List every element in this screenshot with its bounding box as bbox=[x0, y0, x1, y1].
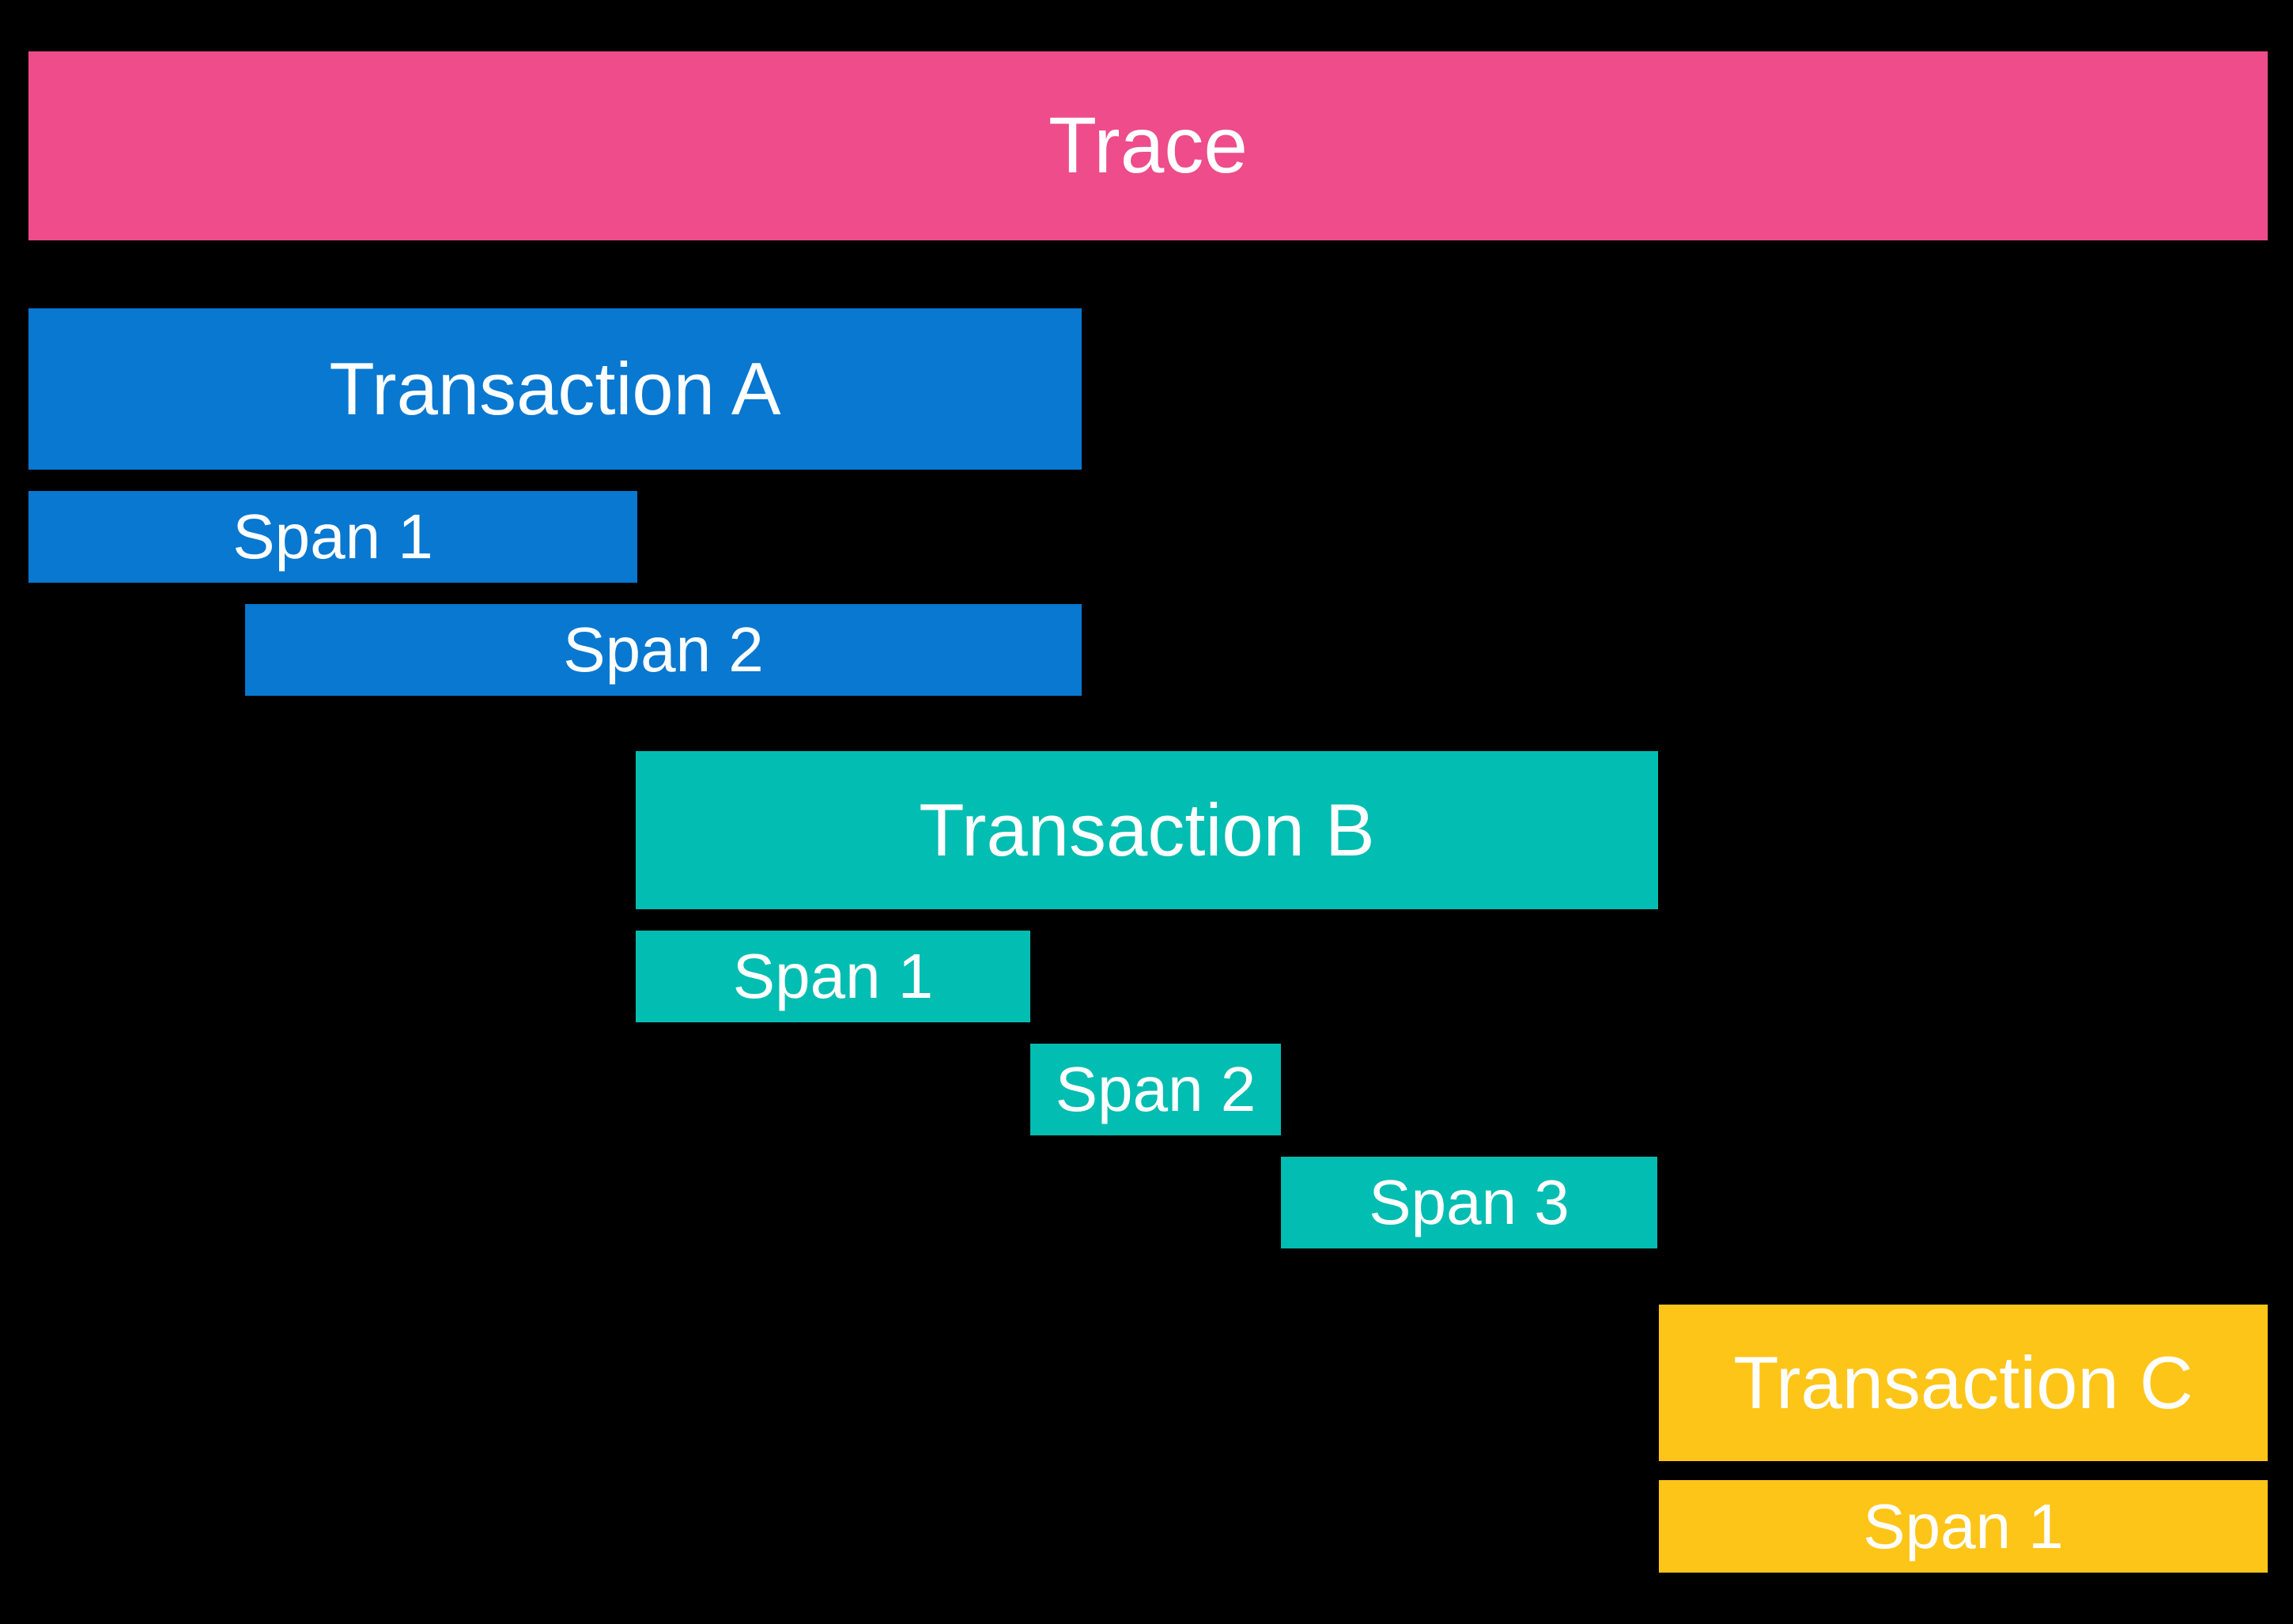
transaction-c-bar: Transaction C bbox=[1659, 1305, 2268, 1461]
transaction-b-span-3-label: Span 3 bbox=[1369, 1167, 1570, 1237]
transaction-c-label: Transaction C bbox=[1733, 1341, 2193, 1424]
transaction-b-span-1-label: Span 1 bbox=[732, 941, 934, 1011]
transaction-b-label: Transaction B bbox=[919, 788, 1375, 871]
transaction-b-span-1-bar: Span 1 bbox=[636, 931, 1030, 1022]
transaction-a-bar: Transaction A bbox=[28, 308, 1082, 470]
transaction-b-bar: Transaction B bbox=[636, 751, 1658, 909]
trace-label: Trace bbox=[1048, 101, 1248, 190]
transaction-b-span-2-bar: Span 2 bbox=[1030, 1044, 1281, 1135]
transaction-a-span-1-label: Span 1 bbox=[232, 501, 433, 572]
transaction-b-span-3-bar: Span 3 bbox=[1281, 1157, 1657, 1248]
transaction-a-span-2-bar: Span 2 bbox=[245, 604, 1082, 696]
transaction-c-span-1-bar: Span 1 bbox=[1659, 1480, 2268, 1573]
trace-bar: Trace bbox=[28, 51, 2268, 240]
transaction-a-label: Transaction A bbox=[329, 347, 781, 430]
transaction-a-span-1-bar: Span 1 bbox=[28, 491, 637, 583]
transaction-b-span-2-label: Span 2 bbox=[1055, 1054, 1256, 1124]
transaction-a-span-2-label: Span 2 bbox=[563, 614, 764, 685]
transaction-c-span-1-label: Span 1 bbox=[1863, 1490, 2064, 1562]
